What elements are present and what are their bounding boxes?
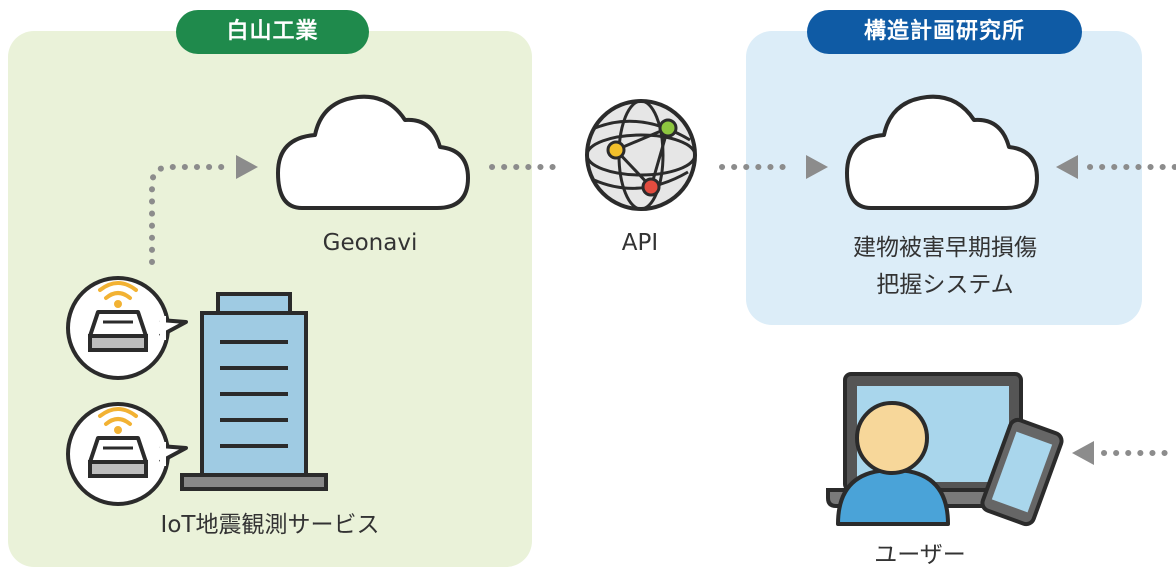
globe-network-icon bbox=[585, 99, 697, 211]
building-icon bbox=[180, 292, 328, 491]
arrow-right-icon bbox=[806, 155, 828, 179]
sensor-icon bbox=[66, 401, 188, 507]
arrow-right-icon bbox=[236, 155, 258, 179]
iot-service-label: IoT地震観測サービス bbox=[160, 512, 380, 538]
sensor-icon bbox=[66, 275, 188, 381]
smartphone-icon bbox=[980, 417, 1064, 527]
damage-system-label-line1: 建物被害早期損傷 bbox=[853, 235, 1037, 261]
arrow-left-icon bbox=[1072, 441, 1094, 465]
cloud-icon bbox=[845, 94, 1039, 210]
damage-system-label-line2: 把握システム bbox=[876, 272, 1014, 298]
user-icon bbox=[836, 401, 950, 526]
user-label: ユーザー bbox=[874, 542, 966, 568]
cloud-icon bbox=[276, 94, 470, 210]
damage-system-label: 建物被害早期損傷 把握システム bbox=[800, 230, 1090, 304]
sensor-to-geonavi-connector bbox=[149, 164, 235, 265]
connectors bbox=[149, 164, 1176, 456]
api-label: API bbox=[621, 230, 659, 256]
connector-arrows bbox=[236, 155, 1094, 465]
geonavi-label: Geonavi bbox=[322, 230, 418, 256]
shirayama-badge: 白山工業 bbox=[176, 10, 369, 54]
kke-badge: 構造計画研究所 bbox=[807, 10, 1082, 54]
arrow-left-icon bbox=[1056, 155, 1078, 179]
